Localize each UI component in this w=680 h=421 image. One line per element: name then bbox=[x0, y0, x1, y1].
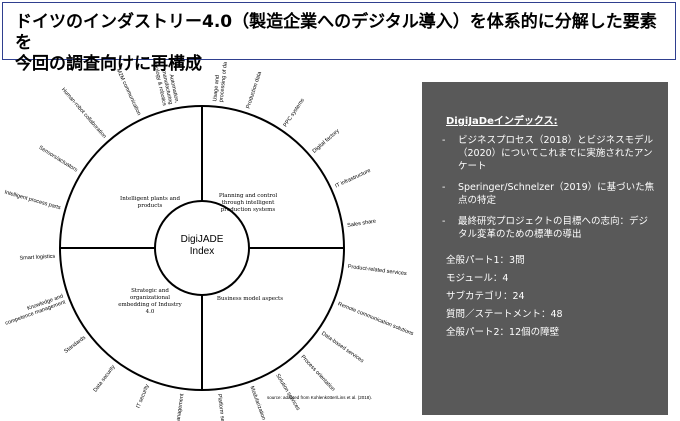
item-label: Modularization bbox=[249, 385, 267, 421]
item-label: Digital factory bbox=[312, 128, 341, 155]
item-label: Lean Management bbox=[173, 393, 185, 421]
stat-line: サブカテゴリ：24 bbox=[446, 291, 525, 302]
title-box: ドイツのインダストリー4.0（製造企業へのデジタル導入）を体系的に分解した要素を… bbox=[2, 2, 676, 74]
item-label: Human-robot collaboration bbox=[60, 87, 107, 140]
item-label: Usage andprocessing of data bbox=[212, 62, 229, 103]
panel-heading: DigiJaDeインデックス: bbox=[446, 116, 558, 127]
dash-icon: - bbox=[442, 216, 446, 227]
panel-bullets: - ビジネスプロセス（2018）とビジネスモデル（2020）についてこれまでに実施… bbox=[442, 134, 656, 249]
dash-icon: - bbox=[442, 135, 446, 146]
item-label: Product-related services bbox=[347, 264, 407, 277]
item-label: Sensors/actuators bbox=[38, 145, 79, 174]
source-note: source: adapted from Kohlenkötter/Lins e… bbox=[267, 395, 372, 400]
stat-line: モジュール：4 bbox=[446, 273, 509, 284]
quadrant-label-business-model: Business model aspects bbox=[217, 296, 283, 302]
stat-line: 質問／ステートメント：48 bbox=[446, 309, 563, 320]
stat-line: 全般パート1：3問 bbox=[446, 255, 525, 266]
item-label: Solution services bbox=[274, 373, 301, 412]
bullet-item: - Speringer/Schnelzer（2019）に基づいた焦点の特定 bbox=[442, 181, 656, 207]
item-label: Process orientation bbox=[299, 354, 336, 393]
item-label: Sales share bbox=[347, 218, 377, 228]
item-label: Intelligent process parts bbox=[4, 190, 62, 212]
item-label: Data-based services bbox=[320, 331, 365, 365]
stats-list: 全般パート1：3問 モジュール：4 サブカテゴリ：24 質問／ステートメント：4… bbox=[446, 252, 563, 342]
item-label: M2M communication bbox=[115, 68, 142, 117]
item-label: Data security bbox=[93, 364, 117, 393]
item-label: Platform services bbox=[216, 394, 227, 421]
item-label: Remote communication solutions bbox=[337, 301, 415, 337]
page-title: ドイツのインダストリー4.0（製造企業へのデジタル導入）を体系的に分解した要素を… bbox=[15, 12, 657, 74]
stat-line: 全般パート2：12個の障壁 bbox=[446, 327, 560, 338]
bullet-item: - ビジネスプロセス（2018）とビジネスモデル（2020）についてこれまでに実施… bbox=[442, 134, 656, 173]
item-label: PPC systems bbox=[283, 97, 307, 128]
item-label: IT security bbox=[136, 383, 151, 409]
dash-icon: - bbox=[442, 182, 446, 193]
item-label: Standards bbox=[63, 335, 87, 355]
bullet-item: - 最終研究プロジェクトの目標への志向：デジタル変革のための標準の導出 bbox=[442, 215, 656, 241]
item-label: Smart logistics bbox=[19, 254, 55, 262]
item-label: Automation,manufacturingtechnology & rob… bbox=[150, 62, 179, 107]
bullet-text: 最終研究プロジェクトの目標への志向：デジタル変革のための標準の導出 bbox=[458, 216, 649, 240]
bullet-text: ビジネスプロセス（2018）とビジネスモデル（2020）についてこれまでに実施さ… bbox=[458, 135, 654, 172]
info-panel: DigiJaDeインデックス: - ビジネスプロセス（2018）とビジネスモデル（… bbox=[422, 82, 668, 415]
item-label: Knowledge andcompetence management bbox=[2, 293, 66, 327]
item-label: IT infrastructure bbox=[334, 168, 371, 190]
bullet-text: Speringer/Schnelzer（2019）に基づいた焦点の特定 bbox=[458, 182, 655, 206]
item-label: Production data bbox=[245, 70, 263, 109]
